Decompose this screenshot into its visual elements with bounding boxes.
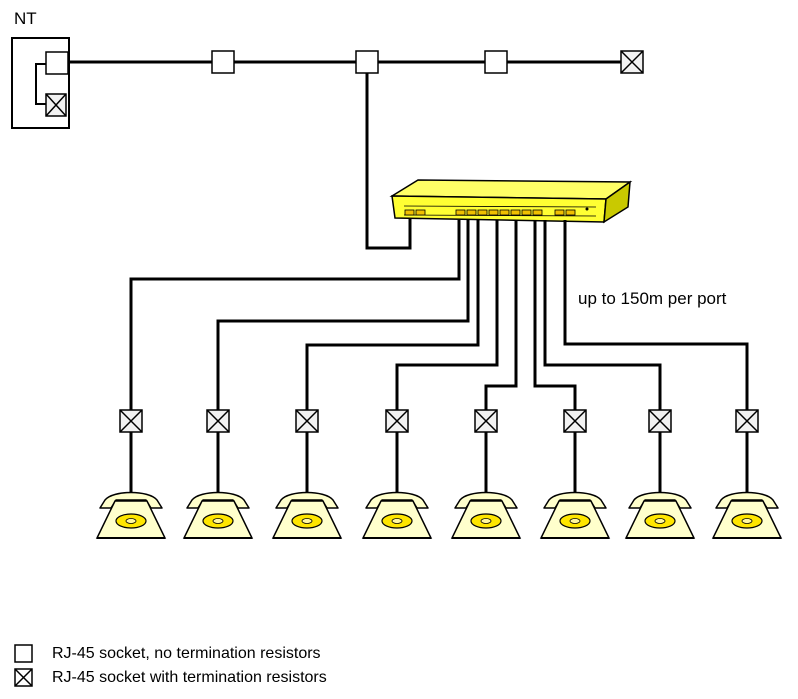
legend-text-terminated: RJ-45 socket with termination resistors [52, 669, 327, 686]
telephone-icon [95, 491, 167, 539]
nt-socket-plain-icon [45, 51, 69, 75]
outlet-socket-terminated-icon [385, 409, 409, 433]
outlet-socket-terminated-icon [648, 409, 672, 433]
telephone-icon [271, 491, 343, 539]
socket-terminated-icon [14, 668, 33, 687]
phone-cords [129, 432, 749, 492]
port-cables [129, 220, 749, 410]
telephone-icon [624, 491, 696, 539]
bus-socket-plain-icon [484, 50, 508, 74]
outlet-socket-terminated-icon [474, 409, 498, 433]
nt-box [11, 37, 70, 129]
nt-socket-terminated-icon [45, 93, 67, 117]
bus-socket-plain-icon [211, 50, 235, 74]
telephone-icon [711, 491, 783, 539]
bus-socket-plain-icon [355, 50, 379, 74]
telephone-icon [182, 491, 254, 539]
telephone-icon [361, 491, 433, 539]
port-length-note: up to 150m per port [578, 289, 727, 308]
bus-socket-terminated-icon [620, 50, 644, 74]
hub-icon [389, 179, 633, 224]
outlet-socket-terminated-icon [295, 409, 319, 433]
telephone-icon [539, 491, 611, 539]
telephone-icon [450, 491, 522, 539]
outlet-socket-terminated-icon [563, 409, 587, 433]
socket-plain-icon [14, 644, 33, 663]
outlet-socket-terminated-icon [119, 409, 143, 433]
legend-row-plain: RJ-45 socket, no termination resistors [14, 643, 321, 665]
outlet-socket-terminated-icon [735, 409, 759, 433]
nt-label: NT [14, 9, 37, 28]
legend-row-terminated: RJ-45 socket with termination resistors [14, 667, 327, 689]
legend-text-plain: RJ-45 socket, no termination resistors [52, 645, 321, 662]
outlet-socket-terminated-icon [206, 409, 230, 433]
s0-bus [68, 60, 621, 250]
